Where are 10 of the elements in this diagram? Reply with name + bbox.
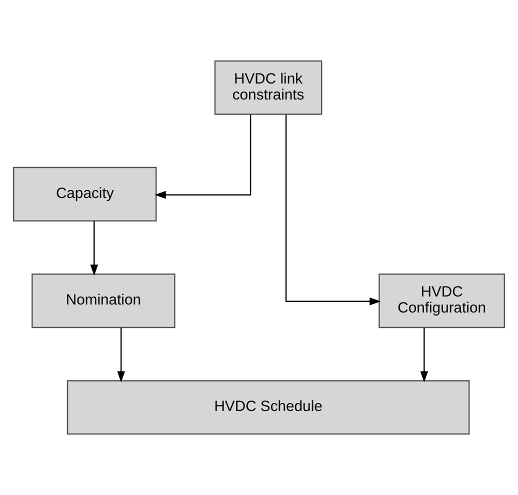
node-box: HVDC Schedule [66, 380, 470, 435]
node-box: Nomination [32, 274, 176, 328]
node-box: HVDC link constraints [214, 60, 322, 115]
node-box: Capacity [12, 166, 157, 222]
arrow [90, 221, 98, 276]
arrow [154, 114, 252, 199]
arrow [420, 328, 428, 382]
node-box: HVDC Configuration [378, 274, 506, 328]
arrow [117, 328, 126, 382]
arrow [285, 114, 381, 306]
